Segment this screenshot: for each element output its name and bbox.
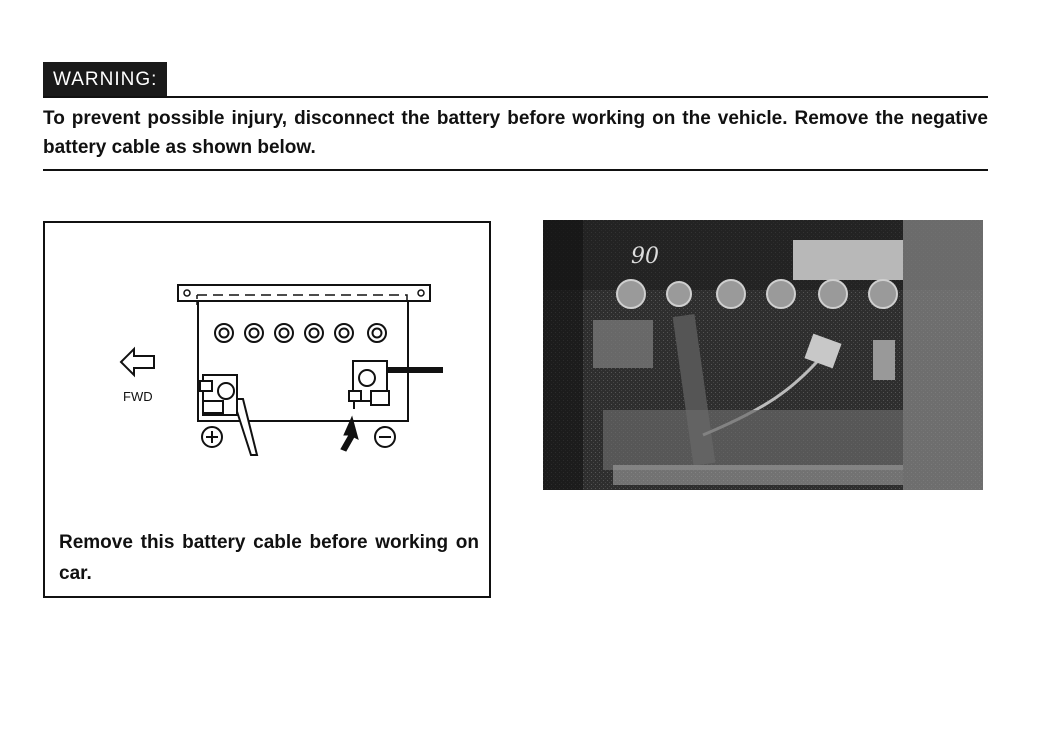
warning-header: WARNING:: [43, 62, 988, 98]
photo-label: 90: [631, 244, 659, 269]
warning-bottom-rule: [43, 169, 988, 171]
warning-text: To prevent possible injury, disconnect t…: [43, 108, 988, 158]
fwd-label: FWD: [123, 389, 153, 404]
arrow-left-outline-icon: [119, 346, 155, 378]
minus-circle-icon: [374, 426, 396, 448]
battery-figure-box: FWD Remove this battery cable before wor…: [43, 221, 491, 598]
battery-diagram: FWD: [119, 284, 443, 456]
cell-caps: [214, 323, 387, 343]
battery-photo: 90: [543, 220, 983, 490]
plus-circle-icon: [201, 426, 223, 448]
hold-down-bar: [177, 284, 431, 305]
warning-top-rule: [43, 96, 988, 98]
arrow-up-solid-icon: [340, 415, 359, 452]
warning-label: WARNING:: [43, 62, 168, 98]
negative-terminal: [348, 360, 443, 409]
figure-caption: Remove this battery cable before working…: [59, 532, 479, 584]
positive-terminal: [199, 374, 259, 456]
battery-photo-image: [543, 220, 983, 490]
